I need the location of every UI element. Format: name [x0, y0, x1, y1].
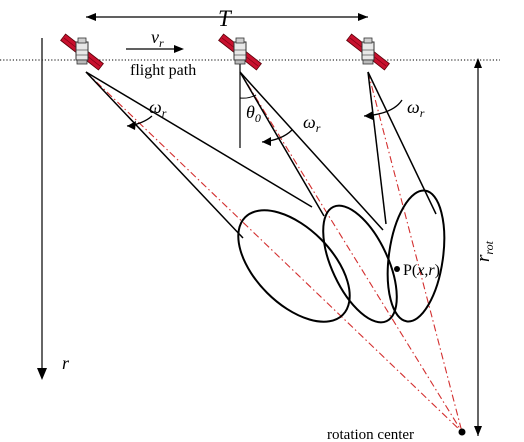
- theta-arc: [239, 94, 257, 99]
- arrow-down-icon: [37, 368, 47, 380]
- beam-3: [367, 71, 446, 323]
- footprint-ellipse-3: [386, 189, 446, 323]
- arrow-right-icon: [358, 13, 368, 21]
- satellite-icon: [346, 33, 390, 71]
- rrot-arrow-bottom-icon: [474, 426, 482, 436]
- beam-centerlines: [85, 71, 463, 433]
- satellite-icon: [60, 33, 104, 71]
- rotation-center-label: rotation center: [327, 427, 414, 442]
- beam-centerline-2: [239, 71, 463, 433]
- omega-label-3: ωr: [407, 97, 425, 120]
- beam-centerline-1: [85, 71, 463, 433]
- period-label: T: [218, 6, 233, 31]
- velocity-arrow-icon: [174, 45, 184, 53]
- beam-2: [239, 71, 398, 324]
- footprint-ellipse-2: [322, 204, 398, 324]
- point-p-marker: [394, 266, 400, 272]
- rrot-label: rrot: [473, 240, 496, 262]
- rotation-center-marker: [458, 428, 466, 436]
- beam-1: [85, 71, 351, 323]
- rrot-arrow-top-icon: [474, 58, 482, 68]
- range-axis-label: r: [62, 353, 70, 373]
- point-p-label: P(x,r): [403, 262, 440, 279]
- omega-label-2: ωr: [303, 112, 321, 135]
- footprint-ellipse-1: [237, 209, 351, 323]
- arrow-left-icon: [86, 13, 96, 21]
- flight-path-label: flight path: [130, 62, 196, 79]
- omega-label-1: ωr: [149, 97, 167, 120]
- velocity-label: vr: [151, 27, 164, 50]
- rotation-arrows: [126, 99, 403, 146]
- theta-label: θ0: [246, 102, 261, 125]
- beam-centerline-3: [367, 71, 463, 433]
